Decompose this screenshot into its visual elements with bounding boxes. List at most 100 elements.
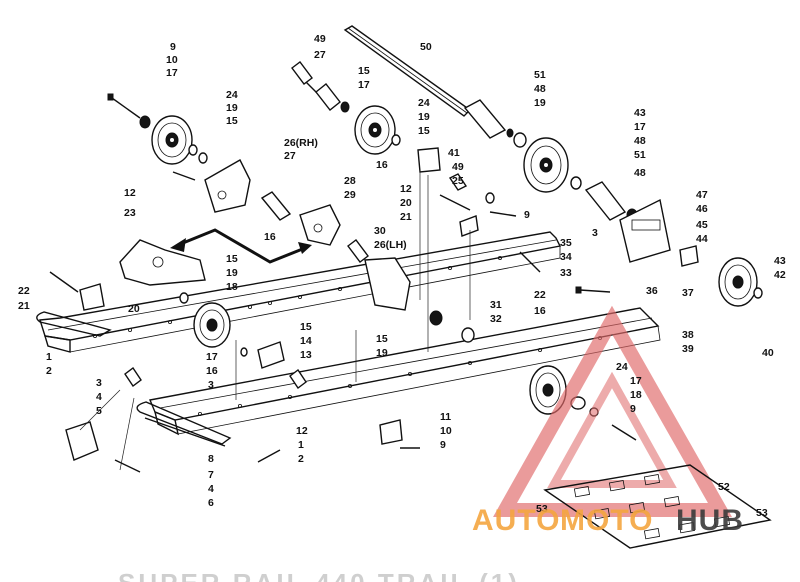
part-label: 19 xyxy=(376,347,388,359)
part-label: 3 xyxy=(96,377,102,389)
part-label: 24 xyxy=(418,97,430,109)
washers-and-bushings xyxy=(139,101,763,417)
part-label: 10 xyxy=(440,425,452,437)
watermark xyxy=(493,305,733,517)
footer-title: SUPER RAIL 440 TRAIL (1) xyxy=(118,568,520,582)
part-label: 22 xyxy=(18,285,30,297)
part-label: 14 xyxy=(300,335,312,347)
part-label: 52 xyxy=(718,481,730,493)
part-label: 2 xyxy=(298,453,304,465)
part-label: 19 xyxy=(226,267,238,279)
part-label: 12 xyxy=(124,187,136,199)
part-label: 9 xyxy=(524,209,530,221)
part-label: 51 xyxy=(534,69,546,81)
idler-wheel-top-center xyxy=(354,105,396,155)
part-label: 19 xyxy=(418,111,430,123)
part-label: 17 xyxy=(358,79,370,91)
part-label: 6 xyxy=(208,497,214,509)
assembly-guide-lines xyxy=(79,170,471,471)
part-label: 13 xyxy=(300,349,312,361)
part-label: 15 xyxy=(226,115,238,127)
part-label: 29 xyxy=(344,189,356,201)
part-label: 25 xyxy=(452,175,464,187)
part-label: 38 xyxy=(682,329,694,341)
part-label: 9 xyxy=(440,439,446,451)
part-label: 53 xyxy=(756,507,768,519)
part-label: 27 xyxy=(284,150,296,162)
part-label: 24 xyxy=(226,89,238,101)
idler-wheel-bottom xyxy=(529,365,567,415)
watermark-text-hub: HUB xyxy=(676,504,744,537)
part-label: 23 xyxy=(124,207,136,219)
part-label: 11 xyxy=(440,411,451,423)
part-label: 49 xyxy=(314,33,326,45)
part-label: 34 xyxy=(560,251,572,263)
part-label: 4 xyxy=(96,391,102,403)
part-label: 2 xyxy=(46,365,52,377)
part-label: 30 xyxy=(374,225,386,237)
part-label: 43 xyxy=(774,255,786,267)
part-label: 9 xyxy=(170,41,176,53)
part-label: 16 xyxy=(264,231,276,243)
part-label: 15 xyxy=(300,321,312,333)
part-label: 47 xyxy=(696,189,708,201)
part-label: 48 xyxy=(634,135,646,147)
part-label: 15 xyxy=(376,333,388,345)
part-label: 10 xyxy=(166,54,178,66)
wear-strip-left xyxy=(36,311,112,337)
part-label: 3 xyxy=(208,379,214,391)
part-label: 21 xyxy=(400,211,412,223)
part-label: 26(LH) xyxy=(374,239,407,251)
part-label: 41 xyxy=(448,147,460,159)
part-label: 15 xyxy=(418,125,430,137)
part-label: 33 xyxy=(560,267,572,279)
part-label: 32 xyxy=(490,313,502,325)
part-label: 26(RH) xyxy=(284,137,318,149)
watermark-text-moto: MOTO xyxy=(560,504,653,537)
part-label: 17 xyxy=(166,67,178,79)
part-label: 43 xyxy=(634,107,646,119)
idler-wheel-mid-left xyxy=(193,302,231,348)
part-label: 46 xyxy=(696,203,708,215)
part-label: 40 xyxy=(762,347,774,359)
part-label: 8 xyxy=(208,453,214,465)
part-label: 36 xyxy=(646,285,658,297)
part-label: 35 xyxy=(560,237,572,249)
part-label: 45 xyxy=(696,219,708,231)
part-label: 27 xyxy=(314,49,326,61)
part-label: 17 xyxy=(634,121,646,133)
part-label: 4 xyxy=(208,483,214,495)
part-label: 20 xyxy=(400,197,412,209)
part-label: 1 xyxy=(298,439,304,451)
part-label: 12 xyxy=(296,425,308,437)
part-label: 22 xyxy=(534,289,546,301)
part-label: 21 xyxy=(18,300,30,312)
part-label: 1 xyxy=(46,351,52,363)
part-label: 20 xyxy=(128,303,140,315)
part-label: 51 xyxy=(634,149,646,161)
part-label: 9 xyxy=(630,403,636,415)
part-label: 12 xyxy=(400,183,412,195)
part-label: 19 xyxy=(534,97,546,109)
idler-wheel-top-left xyxy=(151,115,193,165)
part-label: 44 xyxy=(696,233,708,245)
part-number-labels: 9 10 17 24 19 15 26(RH) 27 12 23 16 49 2… xyxy=(18,33,786,519)
part-label: 53 xyxy=(536,503,548,515)
part-label: 5 xyxy=(96,405,102,417)
wear-strip-right xyxy=(136,401,232,447)
watermark-triangle-icon xyxy=(493,305,733,517)
part-label: 48 xyxy=(534,83,546,95)
part-label: 49 xyxy=(452,161,464,173)
front-direction-arrow xyxy=(170,228,312,264)
part-label: 24 xyxy=(616,361,628,373)
part-label: 37 xyxy=(682,287,694,299)
part-label: 16 xyxy=(534,305,546,317)
spacer-tubes xyxy=(124,61,627,390)
part-label: 16 xyxy=(206,365,218,377)
part-label: 17 xyxy=(206,351,218,363)
part-label: 3 xyxy=(592,227,598,239)
part-label: 28 xyxy=(344,175,356,187)
watermark-text-auto: AUTO xyxy=(472,504,560,537)
part-label: 39 xyxy=(682,343,694,355)
